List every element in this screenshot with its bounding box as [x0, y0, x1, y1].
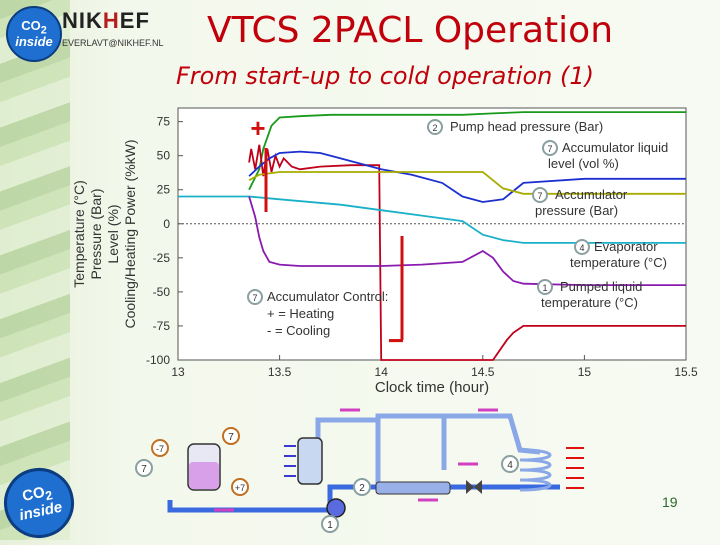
- cooling-schematic: 7 -7 7 +7 2 4 1: [135, 408, 584, 533]
- y-tick-label: 25: [157, 183, 171, 197]
- y-tick-label: 75: [157, 115, 171, 129]
- annotation-evaporator-temperature: 4 Evaporator temperature (°C): [570, 239, 667, 270]
- annotation-text-line1: Pumped liquid: [560, 279, 642, 294]
- badge-cooling: -7: [151, 439, 169, 457]
- heat-exchanger: [375, 481, 451, 495]
- annotation-accumulator-pressure: 7 Accumulator pressure (Bar): [532, 187, 628, 218]
- badge-ring: [231, 478, 249, 496]
- annotation-badge: [247, 289, 263, 305]
- series-line-0: [248, 111, 686, 191]
- background-leaves: [0, 0, 70, 540]
- pump-icon: [326, 498, 346, 518]
- y-tick-label: -25: [153, 251, 171, 265]
- y-tick-label: -100: [146, 353, 170, 367]
- badge-ring: [321, 515, 339, 533]
- badge-pumped-liquid: 1: [321, 515, 339, 533]
- annotation-badge: [532, 187, 548, 203]
- page-subtitle: From start-up to cold operation (1): [176, 62, 594, 90]
- annotation-badge: [427, 119, 443, 135]
- y-ticks: 75 50 25 0 -25 -50 -75 -100: [146, 115, 183, 367]
- annotation-pumped-liquid-temperature: 1 Pumped liquid temperature (°C): [537, 279, 642, 310]
- annotation-text-line2: temperature (°C): [541, 295, 638, 310]
- annotation-pump-head: 2 Pump head pressure (Bar): [427, 119, 603, 135]
- y-axis-label-line1: Temperature (°C): [71, 180, 87, 288]
- annotation-badge: [537, 279, 553, 295]
- y-tick-label: -50: [153, 285, 171, 299]
- y-axis-label: Temperature (°C) Pressure (Bar) Level (%…: [71, 139, 138, 328]
- annotation-accumulator-level: 7 Accumulator liquid level (vol %): [542, 140, 668, 171]
- page-title: VTCS 2PACL Operation: [206, 10, 614, 51]
- x-ticks: 13 13.5 14 14.5 15 15.5: [171, 355, 698, 379]
- series-line-1: [248, 144, 686, 361]
- y-tick-label: 50: [157, 149, 171, 163]
- annotation-badge: [574, 239, 590, 255]
- annotation-heating-text: + = Heating: [267, 306, 334, 321]
- x-tick-label: 15.5: [674, 365, 698, 379]
- x-tick-label: 13: [171, 365, 185, 379]
- annotation-badge-text: 7: [537, 191, 542, 201]
- badge-text: 7: [141, 464, 147, 475]
- badge-text: +7: [235, 483, 245, 493]
- y-axis-label-line2: Pressure (Bar): [88, 188, 104, 279]
- badge-ring: [222, 427, 240, 445]
- badge-text: 7: [228, 432, 234, 443]
- annotation-badge-text: 7: [547, 144, 552, 154]
- badge-ring: [135, 459, 153, 477]
- badge-text: 1: [327, 520, 333, 531]
- badge-heating: +7: [231, 478, 249, 496]
- badge-evaporator: 4: [501, 455, 519, 473]
- annotation-text-line2: pressure (Bar): [535, 203, 618, 218]
- email-text: EVERLAVT@NIKHEF.NL: [62, 38, 164, 48]
- annotation-badge-text: 2: [432, 123, 437, 133]
- x-tick-label: 14.5: [471, 365, 495, 379]
- condenser: [297, 437, 323, 485]
- annotation-text-line1: Accumulator: [555, 187, 628, 202]
- x-tick-label: 13.5: [268, 365, 292, 379]
- annotation-badge-text: 4: [579, 243, 584, 253]
- badge-accumulator-side: 7: [135, 459, 153, 477]
- badge-ring: [501, 455, 519, 473]
- x-tick-label: 15: [578, 365, 592, 379]
- evaporator-heat-arrows: [566, 447, 584, 489]
- pipe-top: [375, 413, 447, 470]
- annotation-cooling-text: - = Cooling: [267, 323, 330, 338]
- annotation-text: Pump head pressure (Bar): [450, 119, 603, 134]
- x-tick-label: 14: [375, 365, 389, 379]
- badge-pump-head: 2: [353, 478, 371, 496]
- x-axis-label: Clock time (hour): [375, 379, 489, 396]
- annotation-text-line1: Accumulator liquid: [562, 140, 668, 155]
- pipe-right: [444, 413, 541, 455]
- badge-text: 2: [359, 483, 365, 494]
- annotation-badge-text: 1: [542, 283, 547, 293]
- badge-text: -7: [156, 444, 164, 454]
- pipe-return: [315, 417, 381, 490]
- annotation-text-line2: level (vol %): [548, 156, 619, 171]
- annotation-text-line1: Evaporator: [594, 239, 658, 254]
- series-line-4: [178, 195, 686, 244]
- badge-accumulator-top: 7: [222, 427, 240, 445]
- nikhef-logo: NIKHEF: [62, 8, 150, 33]
- badge-ring: [353, 478, 371, 496]
- cooling-marker: −: [388, 325, 404, 356]
- y-axis-label-line3: Level (%): [105, 204, 121, 263]
- valve-icon: [466, 480, 482, 494]
- page-number: 19: [662, 494, 678, 510]
- annotation-text: Accumulator Control:: [267, 289, 388, 304]
- y-tick-label: 0: [163, 217, 170, 231]
- y-tick-label: -75: [153, 319, 171, 333]
- annotation-accumulator-control: 7 Accumulator Control: + = Heating - = C…: [247, 289, 388, 338]
- annotation-badge: [542, 140, 558, 156]
- condenser-cooling-arrows: [284, 445, 296, 477]
- y-axis-label-line4: Cooling/Heating Power (%kW): [122, 139, 138, 328]
- heating-marker: +: [250, 113, 265, 143]
- badge-ring: [151, 439, 169, 457]
- annotation-badge-text: 7: [252, 293, 257, 303]
- annotation-text-line2: temperature (°C): [570, 255, 667, 270]
- evaporator-coil: [519, 448, 552, 492]
- badge-text: 4: [507, 460, 513, 471]
- accumulator-liquid: [189, 462, 219, 489]
